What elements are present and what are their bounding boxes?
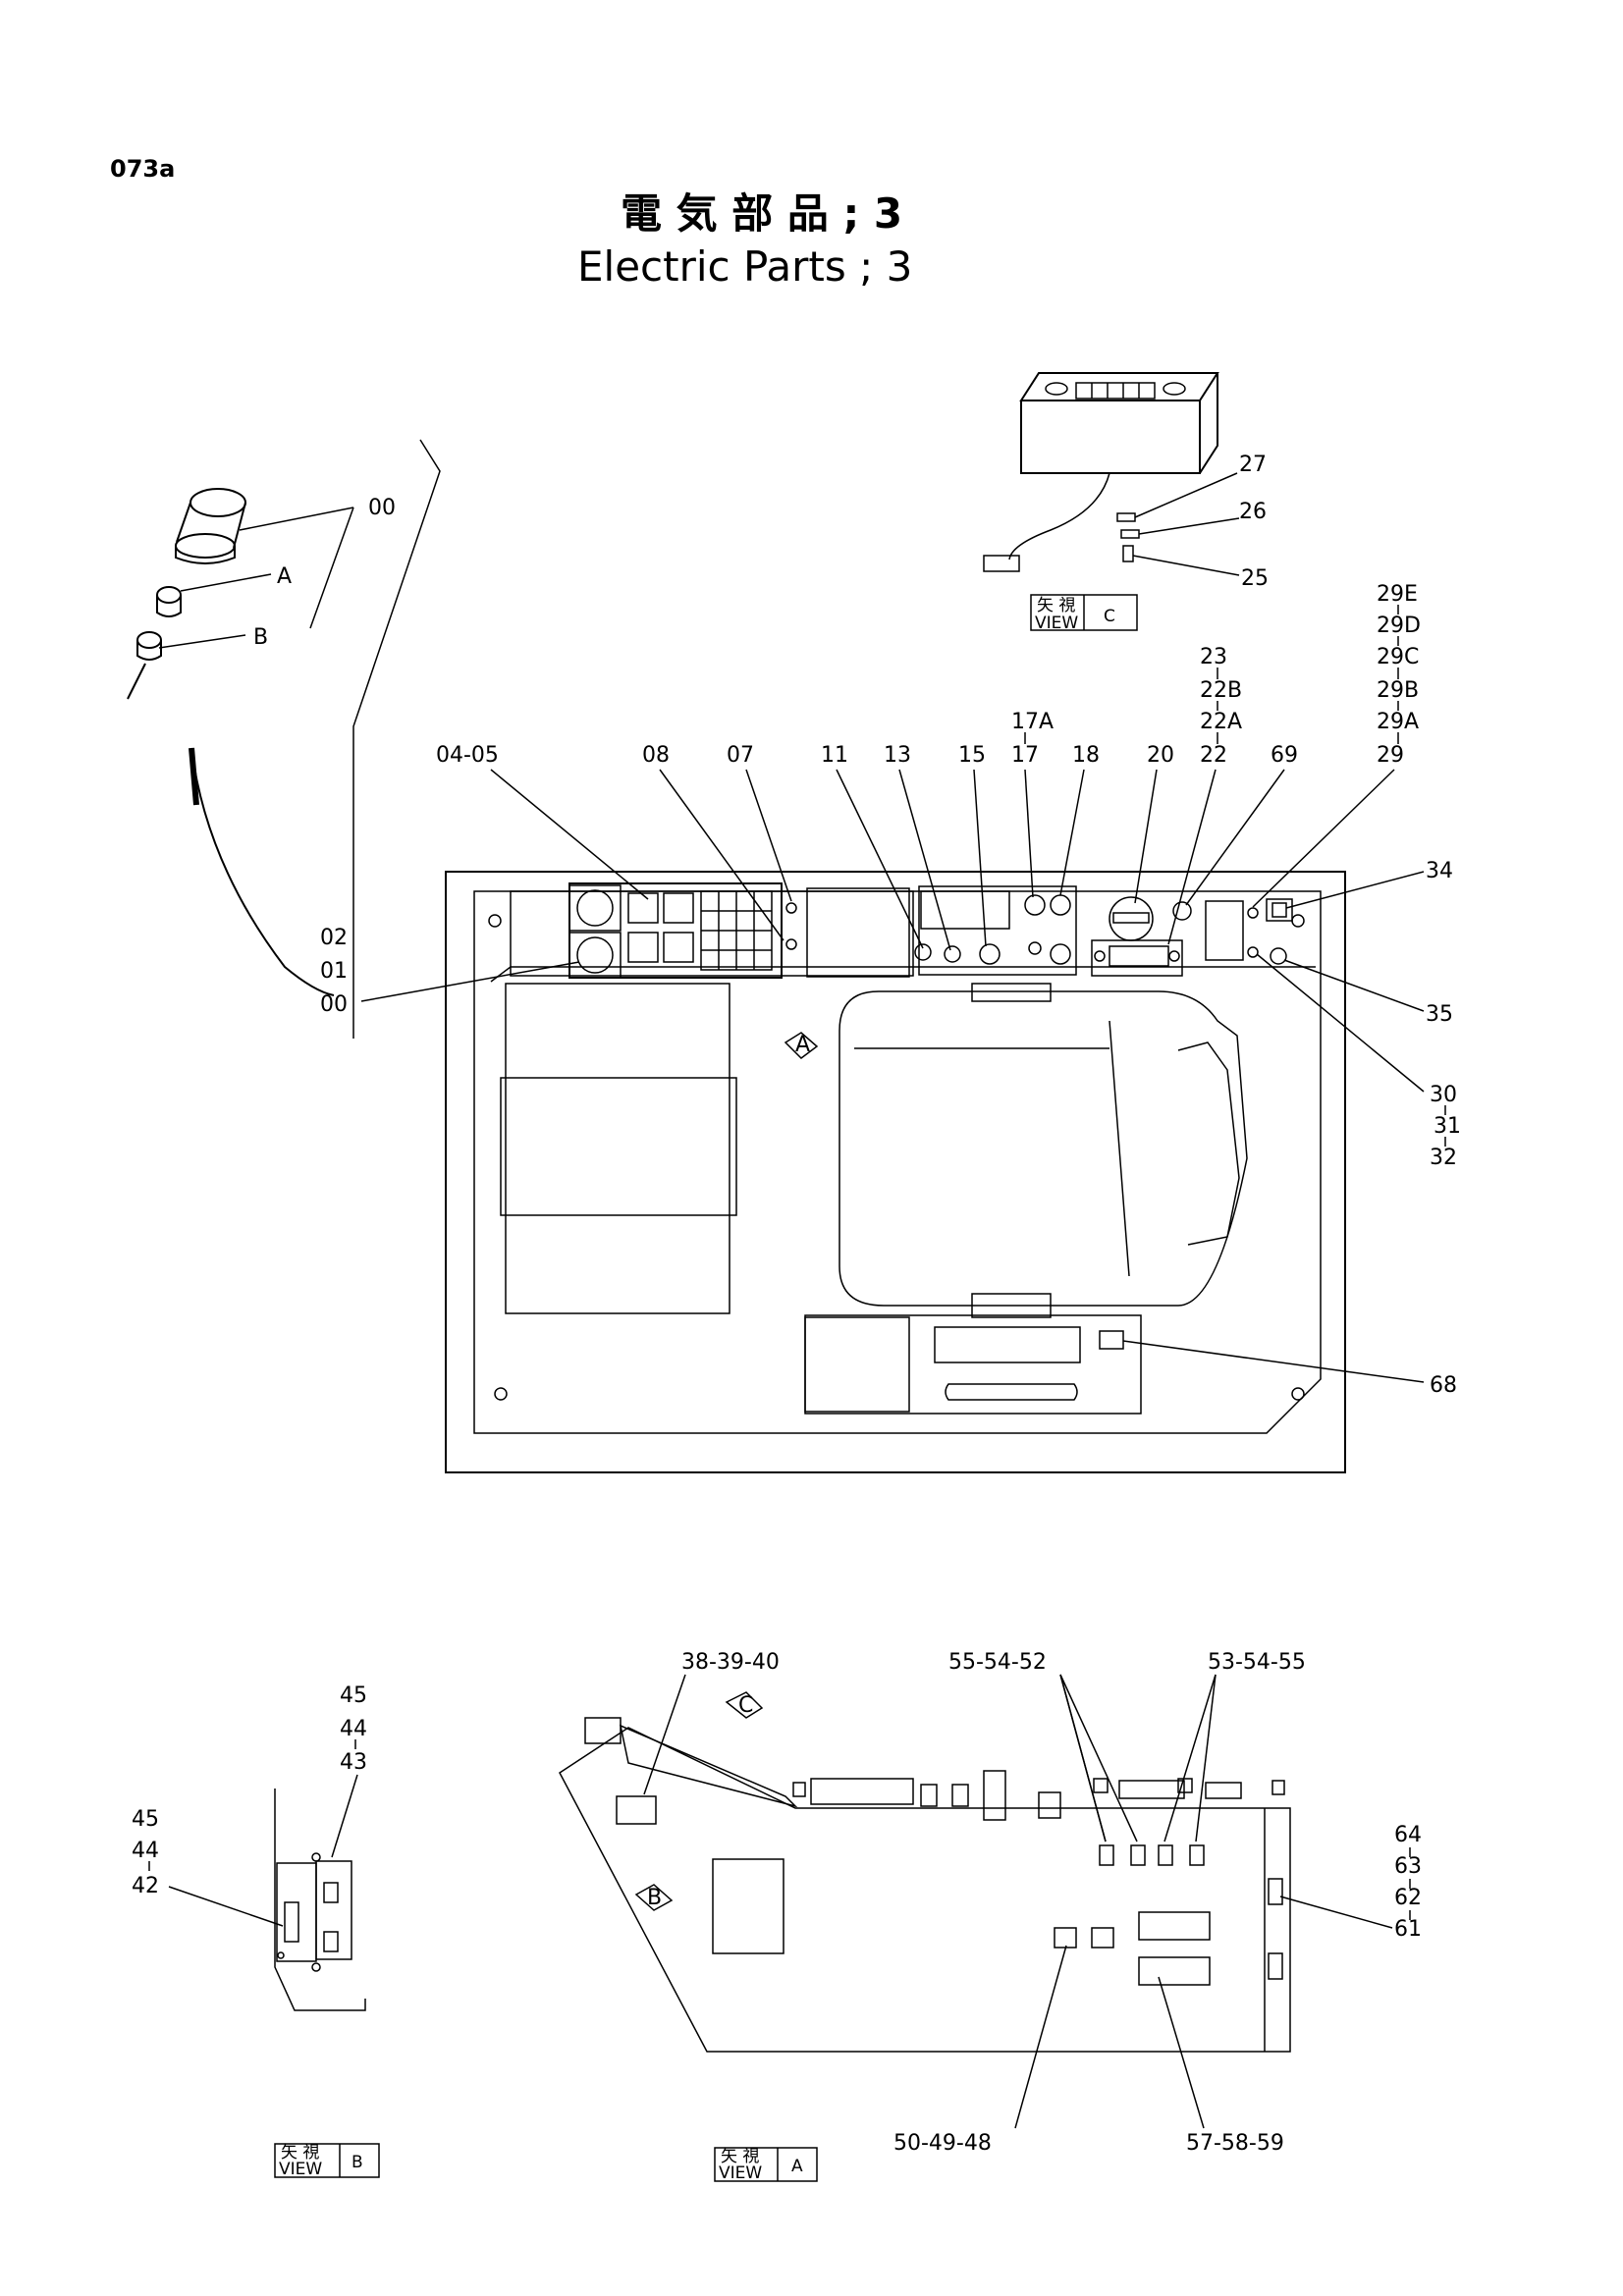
label-64: 64: [1394, 1823, 1422, 1847]
label-22b: 22B: [1200, 678, 1242, 703]
label-62: 62: [1394, 1886, 1422, 1910]
svg-text:C: C: [738, 1693, 753, 1718]
marker-a: A: [784, 1032, 819, 1059]
view-a-tag: 矢 視 VIEW A: [714, 2147, 818, 2183]
label-45-a: 45: [340, 1683, 367, 1708]
marker-b: B: [634, 1884, 674, 1911]
label-42: 42: [132, 1874, 159, 1898]
label-29d: 29D: [1377, 614, 1421, 638]
label-29: 29: [1377, 743, 1404, 768]
svg-text:VIEW: VIEW: [719, 2163, 762, 2183]
label-61: 61: [1394, 1917, 1422, 1942]
marker-c: C: [725, 1691, 764, 1719]
label-29a: 29A: [1377, 710, 1419, 734]
label-00-top: 00: [368, 496, 396, 520]
title-english: Electric Parts ; 3: [577, 242, 912, 291]
connector-detail: [127, 488, 354, 700]
label-34: 34: [1426, 859, 1453, 883]
title-japanese: 電 気 部 品 ; 3: [621, 189, 902, 238]
view-c-tag: 矢 視 VIEW C: [1030, 594, 1138, 633]
label-68: 68: [1430, 1373, 1457, 1398]
label-20: 20: [1147, 743, 1174, 768]
page-code: 073a: [110, 155, 175, 183]
label-18: 18: [1072, 743, 1100, 768]
label-17: 17: [1011, 743, 1039, 768]
label-15: 15: [958, 743, 986, 768]
label-23: 23: [1200, 645, 1227, 669]
label-08: 08: [642, 743, 670, 768]
label-30: 30: [1430, 1083, 1457, 1107]
label-45-b: 45: [132, 1807, 159, 1832]
label-00-bottom: 00: [320, 992, 348, 1017]
svg-text:VIEW: VIEW: [1035, 614, 1078, 633]
label-27: 27: [1239, 453, 1267, 477]
label-44-b: 44: [132, 1839, 159, 1863]
label-22: 22: [1200, 743, 1227, 768]
label-25: 25: [1241, 566, 1269, 591]
label-44-a: 44: [340, 1717, 367, 1741]
label-22a: 22A: [1200, 710, 1242, 734]
label-63: 63: [1394, 1854, 1422, 1879]
battery-detail: [983, 372, 1240, 576]
label-07: 07: [727, 743, 754, 768]
svg-text:B: B: [352, 2153, 363, 2172]
label-13: 13: [884, 743, 911, 768]
label-53-54-55: 53-54-55: [1208, 1650, 1306, 1675]
leader-lines-top: [490, 769, 1395, 951]
label-57-58-59: 57-58-59: [1186, 2131, 1284, 2156]
label-32: 32: [1430, 1146, 1457, 1170]
label-29e: 29E: [1377, 582, 1418, 607]
label-17a: 17A: [1011, 710, 1054, 734]
label-55-54-52: 55-54-52: [948, 1650, 1047, 1675]
svg-text:矢 視: 矢 視: [721, 2147, 759, 2166]
svg-text:矢 視: 矢 視: [1037, 596, 1075, 615]
label-38-39-40: 38-39-40: [681, 1650, 780, 1675]
view-b-detail: [274, 1789, 366, 2011]
svg-text:A: A: [791, 2157, 803, 2176]
label-43: 43: [340, 1750, 367, 1775]
label-26: 26: [1239, 500, 1267, 524]
label-31: 31: [1434, 1114, 1461, 1139]
svg-text:B: B: [647, 1886, 662, 1910]
label-02: 02: [320, 926, 348, 950]
label-04-05: 04-05: [436, 743, 499, 768]
label-a: A: [277, 564, 292, 589]
label-vertical-ticks: [1024, 605, 1399, 744]
view-b-tag: 矢 視 VIEW B: [274, 2143, 380, 2179]
svg-text:VIEW: VIEW: [279, 2160, 322, 2179]
cab-floor-plan: [445, 871, 1346, 1473]
label-b: B: [253, 625, 268, 650]
view-a-detail: [559, 1717, 1291, 2053]
label-50-49-48: 50-49-48: [893, 2131, 992, 2156]
label-11: 11: [821, 743, 848, 768]
svg-text:矢 視: 矢 視: [281, 2143, 319, 2163]
svg-text:C: C: [1104, 607, 1115, 626]
label-01: 01: [320, 959, 348, 984]
label-29b: 29B: [1377, 678, 1419, 703]
svg-text:A: A: [795, 1033, 810, 1057]
label-69: 69: [1271, 743, 1298, 768]
label-35: 35: [1426, 1002, 1453, 1027]
label-29c: 29C: [1377, 645, 1419, 669]
